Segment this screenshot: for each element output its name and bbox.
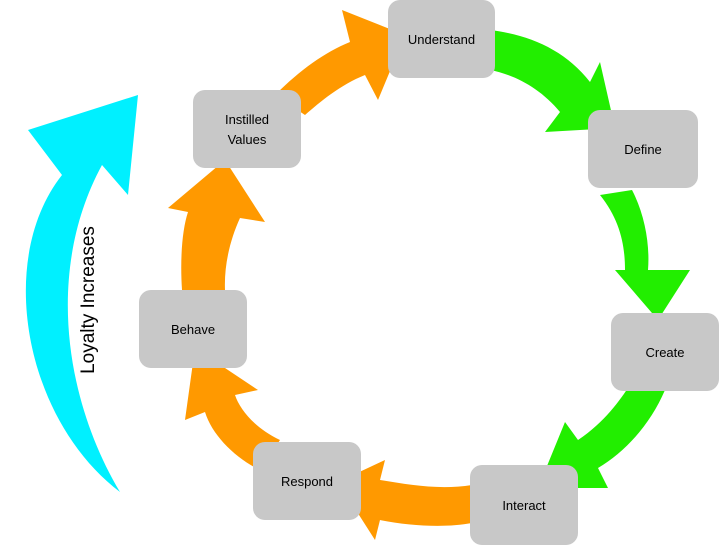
loyalty-arrow	[25, 95, 138, 492]
cycle-arrows	[168, 10, 690, 540]
node-define: Define	[588, 110, 698, 188]
node-label-understand: Understand	[408, 32, 475, 47]
node-create: Create	[611, 313, 719, 391]
node-label-respond: Respond	[281, 474, 333, 489]
node-box-create	[611, 313, 719, 391]
arrow-behave-to-instilled-values	[168, 160, 265, 290]
arrow-define-to-create	[600, 190, 690, 320]
node-label-line: Respond	[281, 474, 333, 489]
arrow-understand-to-define	[490, 30, 615, 132]
arrow-interact-to-respond	[338, 460, 472, 540]
node-label-behave: Behave	[171, 322, 215, 337]
node-interact: Interact	[470, 465, 578, 545]
node-label-line: Define	[624, 142, 662, 157]
node-label-line: Understand	[408, 32, 475, 47]
node-label-define: Define	[624, 142, 662, 157]
node-label-line: Interact	[502, 498, 546, 513]
node-box-understand	[388, 0, 495, 78]
node-box-respond	[253, 442, 361, 520]
arrow-create-to-interact	[538, 385, 665, 488]
arrow-instilled-values-to-understand	[275, 10, 405, 115]
node-box-define	[588, 110, 698, 188]
node-respond: Respond	[253, 442, 361, 520]
node-label-line: Values	[228, 132, 267, 147]
node-box-interact	[470, 465, 578, 545]
node-label-interact: Interact	[502, 498, 546, 513]
arrow-respond-to-behave	[185, 348, 280, 470]
node-label-line: Behave	[171, 322, 215, 337]
node-box-behave	[139, 290, 247, 368]
loyalty-increases-label: Loyalty Increases	[78, 226, 99, 374]
node-label-line: Create	[645, 345, 684, 360]
node-label-create: Create	[645, 345, 684, 360]
node-box-instilled-values	[193, 90, 301, 168]
node-understand: Understand	[388, 0, 495, 78]
node-label-line: Instilled	[225, 112, 269, 127]
node-behave: Behave	[139, 290, 247, 368]
